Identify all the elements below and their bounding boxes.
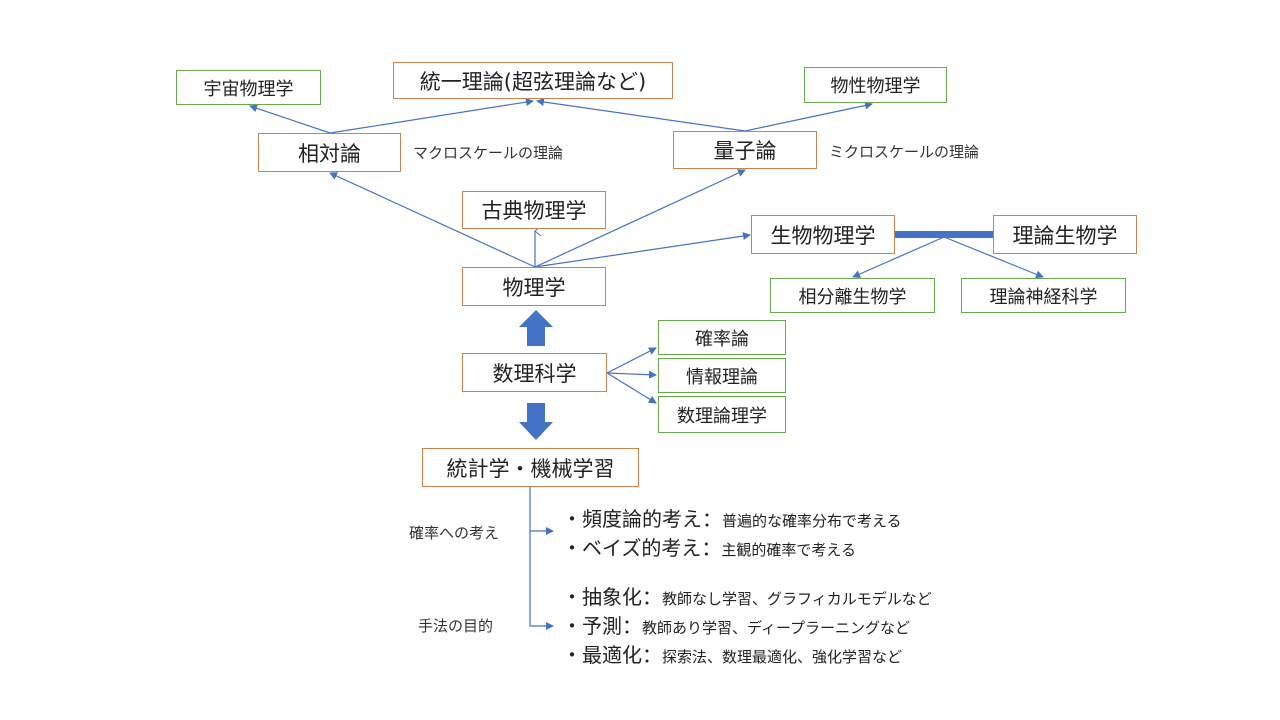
node-label: 宇宙物理学 bbox=[203, 78, 294, 100]
node-relativity: 相対論 bbox=[258, 133, 401, 172]
bullet-prediction: ・予測：教師あり学習、ディープラーニングなど bbox=[562, 610, 910, 639]
node-phase-separation-biology: 相分離生物学 bbox=[770, 278, 935, 313]
bullet-bayesian: ・ベイズ的考え：主観的確率で考える bbox=[562, 532, 856, 561]
node-label: 相対論 bbox=[298, 141, 361, 166]
bullet-detail: 普遍的な確率分布で考える bbox=[722, 512, 902, 530]
branch-label-probability-view: 確率への考え bbox=[409, 524, 500, 542]
bullet-abstraction: ・抽象化：教師なし学習、グラフィカルモデルなど bbox=[562, 581, 932, 610]
note-macro-scale: マクロスケールの理論 bbox=[413, 144, 564, 162]
arrow-physics-to-relativity bbox=[329, 172, 536, 268]
node-label: 統計学・機械学習 bbox=[446, 456, 615, 481]
node-label: 相分離生物学 bbox=[798, 286, 907, 308]
bullet-detail: 教師なし学習、グラフィカルモデルなど bbox=[662, 590, 932, 608]
node-label: 古典物理学 bbox=[481, 199, 587, 223]
node-biophysics: 生物物理学 bbox=[751, 215, 895, 254]
bullet-head: ・抽象化： bbox=[562, 585, 662, 609]
node-label: 理論神経科学 bbox=[989, 286, 1098, 308]
arrow-quantum-to-condensed bbox=[744, 101, 873, 132]
bullet-head: ・最適化： bbox=[562, 643, 662, 667]
node-probability-theory: 確率論 bbox=[658, 320, 786, 355]
node-statistics-ml: 統計学・機械学習 bbox=[422, 448, 639, 487]
bullet-head: ・頻度論的考え： bbox=[562, 507, 722, 531]
arrow-relativity-to-cosmology bbox=[249, 104, 331, 134]
node-mathematical-logic: 数理論理学 bbox=[658, 396, 786, 433]
node-label: 数理論理学 bbox=[677, 405, 767, 427]
node-quantum: 量子論 bbox=[673, 131, 817, 169]
bullet-head: ・ベイズ的考え： bbox=[562, 536, 722, 560]
arrow-math-to-probability bbox=[606, 347, 657, 374]
node-label: 生物物理学 bbox=[770, 223, 876, 248]
note-micro-scale: ミクロスケールの理論 bbox=[829, 143, 980, 161]
bullet-detail: 主観的確率で考える bbox=[721, 541, 856, 559]
node-label: 量子論 bbox=[713, 139, 777, 163]
arrow-physics-to-quantum bbox=[534, 169, 746, 268]
arrow-math-to-logic bbox=[606, 372, 657, 404]
bullet-optimization: ・最適化：探索法、数理最適化、強化学習など bbox=[562, 639, 902, 668]
node-theoretical-biology: 理論生物学 bbox=[993, 215, 1137, 254]
node-condensed-matter: 物性物理学 bbox=[804, 67, 947, 103]
node-theoretical-neuroscience: 理論神経科学 bbox=[961, 278, 1126, 313]
arrow-bio-to-neuroscience bbox=[943, 236, 1044, 279]
node-unified-theory: 統一理論(超弦理論など) bbox=[393, 62, 673, 99]
node-label: 情報理論 bbox=[686, 366, 758, 388]
bullet-detail: 探索法、数理最適化、強化学習など bbox=[662, 648, 903, 666]
node-label: 確率論 bbox=[695, 328, 749, 350]
biophysics-theoretical-biology-link bbox=[895, 231, 993, 238]
node-information-theory: 情報理論 bbox=[658, 358, 786, 393]
arrow-quantum-to-unified bbox=[536, 98, 746, 132]
branch-label-method-purpose: 手法の目的 bbox=[418, 617, 494, 635]
node-label: 統一理論(超弦理論など) bbox=[419, 69, 647, 94]
arrow-relativity-to-unified bbox=[329, 98, 534, 134]
node-physics: 物理学 bbox=[462, 267, 606, 306]
node-label: 数理科学 bbox=[492, 361, 577, 386]
node-label: 理論生物学 bbox=[1012, 223, 1118, 248]
block-arrow-down-icon bbox=[519, 403, 553, 440]
node-cosmology: 宇宙物理学 bbox=[176, 70, 321, 105]
node-mathematical-science: 数理科学 bbox=[462, 353, 607, 392]
node-label: 物理学 bbox=[502, 275, 566, 300]
bullet-frequentist: ・頻度論的考え：普遍的な確率分布で考える bbox=[562, 503, 902, 532]
node-label: 物性物理学 bbox=[830, 76, 921, 97]
arrow-math-to-information bbox=[606, 370, 657, 379]
stats-trunk-line bbox=[529, 487, 554, 630]
arrow-physics-to-biophysics bbox=[534, 232, 751, 268]
block-arrow-up-icon bbox=[519, 310, 553, 346]
bullet-detail: 教師あり学習、ディープラーニングなど bbox=[642, 619, 911, 637]
node-classical-physics: 古典物理学 bbox=[462, 191, 606, 229]
bullet-head: ・予測： bbox=[562, 614, 642, 638]
arrow-bio-to-phase-separation bbox=[852, 236, 945, 278]
